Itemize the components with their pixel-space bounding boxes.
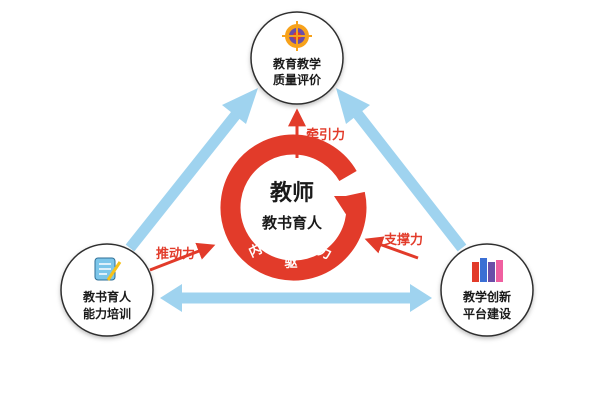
blue-arrow-left-right [160, 284, 432, 312]
node-right-line2: 平台建设 [463, 306, 512, 321]
node-innovation-platform: 教学创新 平台建设 [440, 243, 534, 337]
node-left-line1: 教书育人 [82, 289, 132, 304]
target-icon [282, 21, 312, 51]
ring-char-2: 驱 [284, 256, 297, 271]
support-arrow [364, 236, 419, 260]
node-quality-evaluation: 教育教学 质量评价 [250, 11, 344, 105]
notepad-pencil-icon [94, 257, 122, 281]
node-left-line2: 能力培训 [83, 306, 131, 321]
center-subtitle: 教书育人 [261, 214, 323, 232]
push-label: 推动力 [156, 246, 195, 262]
node-ability-training: 教书育人 能力培训 [60, 243, 154, 337]
node-right-line1: 教学创新 [462, 289, 511, 304]
ring-arrowhead [334, 196, 364, 219]
blue-arrow-left-to-top [125, 88, 258, 252]
center-title: 教师 [270, 180, 314, 206]
support-label: 支撑力 [383, 232, 423, 248]
ring-char-3: 力 [315, 243, 334, 263]
blue-arrow-right-to-top [336, 88, 467, 252]
node-top-line2: 质量评价 [273, 72, 322, 87]
inner-drive-ring [220, 134, 367, 281]
books-icon [472, 258, 503, 282]
push-arrow [149, 242, 216, 272]
node-top-line1: 教育教学 [272, 56, 321, 71]
ring-char-1: 内 [246, 241, 265, 261]
